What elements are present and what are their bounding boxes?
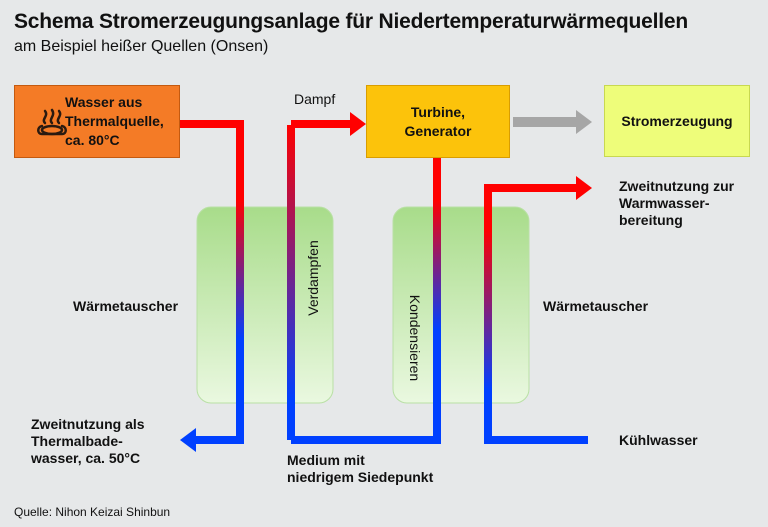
evaporate-label: Verdampfen bbox=[305, 240, 321, 316]
page-subtitle: am Beispiel heißer Quellen (Onsen) bbox=[14, 38, 269, 55]
warm-water-arrowhead bbox=[576, 176, 592, 200]
turbine-generator-box: Turbine, Generator bbox=[366, 85, 510, 158]
medium-loop-pipe bbox=[287, 120, 441, 444]
medium-label: Medium mit niedrigem Siedepunkt bbox=[287, 452, 434, 485]
warm-water-reuse-label: Zweitnutzung zur Warmwasser- bereitung bbox=[619, 178, 735, 228]
condense-label: Kondensieren bbox=[407, 294, 423, 382]
power-generation-label: Stromerzeugung bbox=[621, 112, 733, 129]
steam-label: Dampf bbox=[294, 91, 336, 107]
page-title: Schema Stromerzeugungsanlage für Niedert… bbox=[14, 10, 688, 33]
source-credit: Quelle: Nihon Keizai Shinbun bbox=[14, 505, 171, 519]
turbine-generator-label: Turbine, Generator bbox=[404, 103, 472, 139]
hot-spring-icon bbox=[37, 108, 67, 136]
heat-exchanger-right-label: Wärmetauscher bbox=[543, 298, 649, 314]
bath-water-reuse-label: Zweitnutzung als Thermalbade- wasser, ca… bbox=[31, 416, 145, 466]
thermal-source-box: Wasser aus Thermalquelle, ca. 80°C bbox=[14, 85, 180, 158]
heat-exchanger-right bbox=[392, 206, 530, 404]
bath-water-arrowhead bbox=[180, 428, 196, 452]
power-generation-box: Stromerzeugung bbox=[604, 85, 750, 157]
cooling-water-label: Kühlwasser bbox=[619, 432, 698, 448]
steam-arrowhead bbox=[350, 112, 366, 136]
cooling-water-pipe bbox=[484, 184, 588, 444]
heat-exchanger-left bbox=[196, 206, 334, 404]
thermal-water-pipe bbox=[180, 120, 244, 444]
heat-exchanger-left-label: Wärmetauscher bbox=[73, 298, 179, 314]
thermal-source-label: Wasser aus Thermalquelle, ca. 80°C bbox=[65, 94, 164, 148]
power-arrow bbox=[513, 110, 592, 134]
